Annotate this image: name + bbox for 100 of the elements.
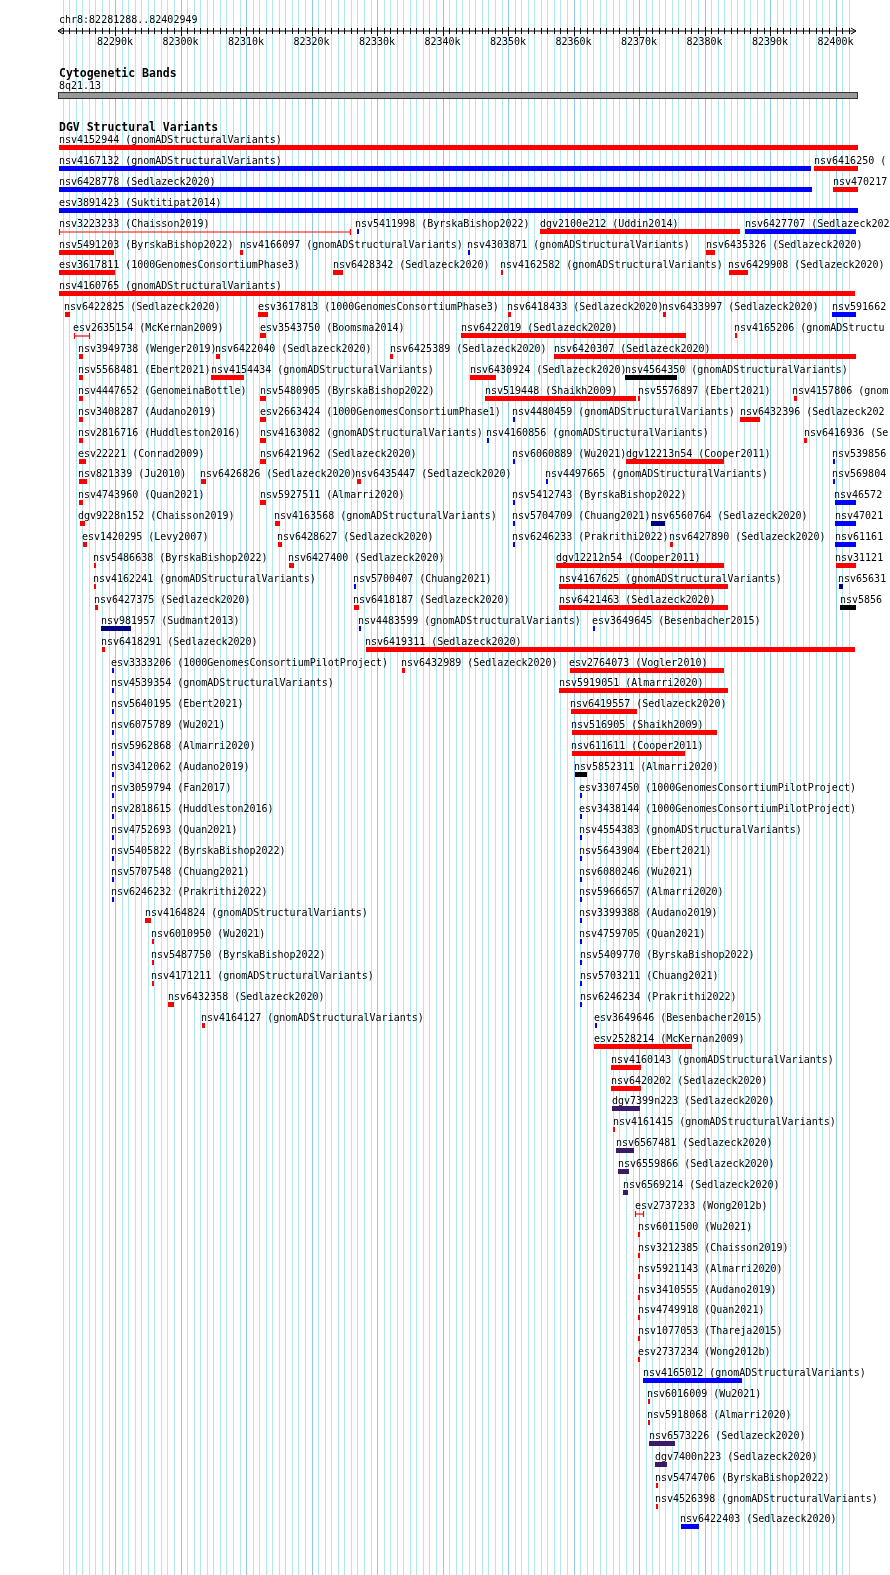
tick-label: 82350k: [489, 36, 528, 47]
variant-label: dgv7400n223 (Sedlazeck2020): [655, 1450, 818, 1462]
variant-label: nsv6422825 (Sedlazeck2020): [64, 301, 221, 313]
variant-label: nsv5643904 (Ebert2021): [579, 844, 712, 856]
variant-label: nsv3059794 (Fan2017): [111, 781, 232, 793]
variant-label: nsv6080246 (Wu2021): [579, 865, 694, 877]
variant-label: nsv6432396 (Sedlazeck202: [740, 405, 885, 417]
variant-label: nsv5918068 (Almarri2020): [647, 1408, 792, 1420]
variant-label: nsv4152944 (gnomADStructuralVariants): [59, 134, 282, 145]
tick-label: 82290k: [96, 36, 135, 47]
variant-label: dgv12212n54 (Cooper2011): [556, 552, 701, 563]
variant-label: nsv1077053 (Thareja2015): [638, 1325, 783, 1337]
variant-label: nsv5919051 (Almarri2020): [559, 677, 704, 689]
variant-label: nsv4564350 (gnomADStructuralVariants): [625, 363, 848, 375]
variant-label: nsv4165012 (gnomADStructuralVariants): [643, 1367, 866, 1379]
variant-label: nsv4162241 (gnomADStructuralVariants): [93, 572, 316, 584]
variant-label: nsv5704709 (Chuang2021): [512, 510, 651, 522]
variant-label: nsv5486638 (ByrskaBishop2022): [93, 552, 268, 563]
variant-label: nsv6075789 (Wu2021): [111, 719, 226, 731]
variant-label: nsv4749918 (Quan2021): [638, 1304, 765, 1316]
variant-label: nsv6416936 (Se: [804, 426, 889, 438]
variant-label: nsv5411998 (ByrskaBishop2022): [355, 217, 530, 229]
variant-label: nsv4160143 (gnomADStructuralVariants): [611, 1053, 834, 1065]
variant-label: nsv3223233 (Chaisson2019): [59, 217, 210, 229]
variant-label: esv3617811 (1000GenomesConsortiumPhase3): [59, 259, 300, 271]
variant-label: nsv5962868 (Almarri2020): [111, 740, 256, 752]
variant-label: esv2528214 (McKernan2009): [594, 1032, 745, 1044]
tick-label: 82310k: [227, 36, 266, 47]
variant-label: nsv4526398 (gnomADStructuralVariants): [655, 1492, 878, 1504]
variant-label: nsv6435326 (Sedlazeck2020): [706, 238, 863, 250]
variant-label: nsv6560764 (Sedlazeck2020): [651, 510, 808, 522]
variant-label: dgv9228n152 (Chaisson2019): [78, 510, 235, 522]
variant-label: nsv65631: [838, 572, 887, 584]
variant-label: nsv6420202 (Sedlazeck2020): [611, 1074, 768, 1086]
variant-label: nsv4752693 (Quan2021): [111, 823, 238, 835]
variant-label: nsv5700407 (Chuang2021): [353, 572, 492, 584]
variant-label: nsv6432358 (Sedlazeck2020): [168, 990, 325, 1002]
variant-label: nsv6427375 (Sedlazeck2020): [94, 593, 251, 605]
variant-label: nsv3410555 (Audano2019): [638, 1283, 777, 1295]
variant-label: nsv4554383 (gnomADStructuralVariants): [579, 823, 802, 835]
variant-label: nsv6418291 (Sedlazeck2020): [101, 635, 258, 647]
tick-label: 82370k: [620, 36, 659, 47]
variant-label: nsv6060889 (Wu2021): [512, 447, 627, 459]
variant-label: nsv6427890 (Sedlazeck2020): [669, 531, 826, 543]
variant-label: nsv4539354 (gnomADStructuralVariants): [111, 677, 334, 689]
variant-label: nsv6418433 (Sedlazeck2020): [507, 301, 664, 313]
variant-label: nsv4165206 (gnomADStructu: [734, 322, 885, 334]
band-label: 8q21.13: [59, 80, 102, 91]
variant-label: nsv6427400 (Sedlazeck2020): [288, 552, 445, 563]
variant-label: esv3891423 (Suktitipat2014): [59, 196, 222, 208]
tick-label: 82320k: [292, 36, 331, 47]
tick-label: 82330k: [358, 36, 397, 47]
variant-label: nsv6421962 (Sedlazeck2020): [260, 447, 417, 459]
variant-label: esv3307450 (1000GenomesConsortiumPilotProject): [579, 781, 856, 793]
variant-label: nsv5921143 (Almarri2020): [638, 1262, 783, 1274]
variant-label: nsv6432989 (Sedlazeck2020): [401, 656, 558, 668]
variant-label: nsv5412743 (ByrskaBishop2022): [512, 489, 687, 501]
variant-label: nsv539856: [832, 447, 887, 459]
variant-label: esv3649646 (Besenbacher2015): [594, 1011, 763, 1023]
variant-label: esv3617813 (1000GenomesConsortiumPhase3): [258, 301, 499, 313]
variant-label: nsv4164127 (gnomADStructuralVariants): [201, 1011, 424, 1023]
variant-label: esv2635154 (McKernan2009): [73, 322, 224, 334]
variant-label: nsv4447652 (GenomeinaBottle): [78, 384, 247, 396]
variant-label: dgv12213n54 (Cooper2011): [626, 447, 771, 459]
variant-label: esv1420295 (Levy2007): [82, 531, 209, 543]
variant-label: nsv5640195 (Ebert2021): [111, 698, 244, 710]
variant-label: dgv7399n223 (Sedlazeck2020): [612, 1095, 775, 1107]
tick-label: 82300k: [161, 36, 200, 47]
tick-label: 82360k: [554, 36, 593, 47]
variant-label: nsv6422040 (Sedlazeck2020): [215, 343, 372, 354]
variant-label: esv22221 (Conrad2009): [78, 447, 205, 459]
tick-label: 82380k: [685, 36, 724, 47]
variant-label: nsv6559866 (Sedlazeck2020): [618, 1158, 775, 1170]
variant-label: nsv6422019 (Sedlazeck2020): [461, 322, 618, 334]
variant-label: nsv4163568 (gnomADStructuralVariants): [274, 510, 497, 522]
variant-label: nsv4497665 (gnomADStructuralVariants): [545, 468, 768, 480]
variant-label: nsv6567481 (Sedlazeck2020): [616, 1137, 773, 1149]
variant-label: nsv4171211 (gnomADStructuralVariants): [151, 970, 374, 981]
variant-label: nsv4166097 (gnomADStructuralVariants): [240, 238, 463, 250]
variant-label: esv3333206 (1000GenomesConsortiumPilotProject): [111, 656, 388, 668]
variant-label: nsv470217: [833, 175, 888, 187]
variant-label: esv3649645 (Besenbacher2015): [592, 614, 761, 626]
variant-label: esv2737233 (Wong2012b): [635, 1199, 768, 1211]
variant-label: nsv46572: [834, 489, 883, 501]
variant-label: nsv981957 (Sudmant2013): [101, 614, 240, 626]
variant-label: nsv2816716 (Huddleston2016): [78, 426, 241, 438]
variant-label: nsv4303871 (gnomADStructuralVariants): [467, 238, 690, 250]
variant-label: nsv5852311 (Almarri2020): [574, 761, 719, 772]
variant-label: nsv6573226 (Sedlazeck2020): [649, 1429, 806, 1441]
variant-label: nsv5405822 (ByrskaBishop2022): [111, 844, 286, 856]
variant-label: nsv6430924 (Sedlazeck2020): [470, 363, 627, 375]
variant-label: nsv6421463 (Sedlazeck2020): [559, 593, 716, 605]
variant-label: nsv5568481 (Ebert2021): [78, 363, 211, 375]
variant-label: nsv3412062 (Audano2019): [111, 761, 250, 772]
variant-label: nsv5966657 (Almarri2020): [579, 886, 724, 898]
track-title: DGV Structural Variants: [59, 121, 219, 133]
tick-label: 82390k: [751, 36, 790, 47]
variant-label: nsv3949738 (Wenger2019): [78, 343, 217, 354]
variant-label: nsv4157806 (gnom: [792, 384, 889, 396]
variant-label: nsv6420307 (Sedlazeck2020): [554, 343, 711, 354]
